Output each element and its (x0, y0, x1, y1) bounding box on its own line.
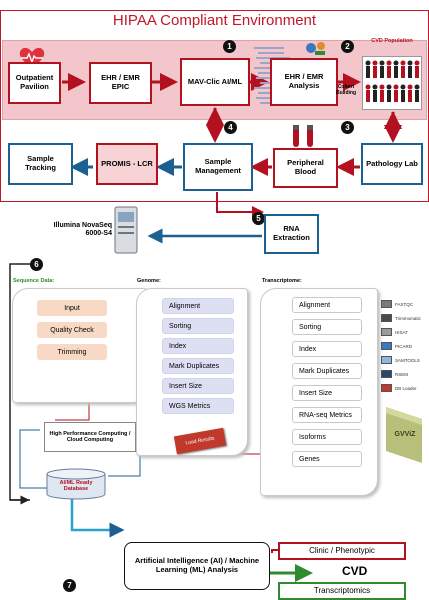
sequence-data-title: Sequence Data: (13, 278, 55, 284)
genome-step-index: Index (162, 338, 234, 354)
step-5-marker: 5 (252, 212, 265, 225)
genome-step-sorting: Sorting (162, 318, 234, 334)
gvviz-label: GVViZ (394, 431, 416, 438)
cohort-building-label: Cohort Building (336, 84, 356, 96)
aiml-analysis-box: Artificial Intelligence (AI) / Machine L… (124, 542, 270, 590)
legend-label: DB Loader (395, 385, 417, 391)
step-quality-check: Quality Check (37, 322, 107, 338)
step-trimming: Trimming (37, 344, 107, 360)
legend-label: RSEM (395, 371, 409, 377)
step-7-marker: 7 (63, 579, 76, 592)
step-input: Input (37, 300, 107, 316)
sample-management-box: Sample Management (183, 143, 253, 191)
legend-swatch (381, 300, 392, 308)
cvd-label: CVD (342, 564, 368, 578)
legend-item: RSEM (381, 370, 408, 378)
step-3-marker: 3 (341, 121, 354, 134)
database-label: AI/ML Ready Database (59, 480, 93, 493)
gvviz-graphic (384, 405, 424, 465)
legend-swatch (381, 342, 392, 350)
tx-step-sorting: Sorting (292, 319, 362, 335)
sequencer-icon (114, 206, 138, 254)
tx-step-index: Index (292, 341, 362, 357)
mavclic-box: MAV-Clic AI/ML (180, 58, 250, 106)
step-4-marker: 4 (224, 121, 237, 134)
genome-step-alignment: Alignment (162, 298, 234, 314)
legend-item: DB Loader (381, 384, 417, 392)
legend-swatch (381, 356, 392, 364)
hpc-box: High Performance Computing / Cloud Compu… (44, 422, 136, 452)
sample-tracking-box: Sample Tracking (8, 143, 73, 185)
transcriptomics-box: Transcriptomics (278, 582, 406, 600)
legend-label: Trimmomatic (395, 315, 421, 321)
step-2-marker: 2 (341, 40, 354, 53)
tx-step-genes: Genes (292, 451, 362, 467)
ehr-analysis-box: EHR / EMR Analysis (270, 58, 338, 106)
genome-step-wgs-metrics: WGS Metrics (162, 398, 234, 414)
cvd-population-label: CVD Population (371, 38, 413, 44)
genome-step-mark-duplicates: Mark Duplicates (162, 358, 234, 374)
genome-title: Genome: (137, 278, 161, 284)
tx-step-isoforms: Isoforms (292, 429, 362, 445)
rna-extraction-box: RNA Extraction (264, 214, 319, 254)
illumina-label: Illumina NovaSeq 6000-S4 (53, 222, 112, 238)
promis-lcr-box: PROMIS - LCR (96, 143, 158, 185)
data-science-icon (305, 40, 327, 56)
legend-item: PICARD (381, 342, 412, 350)
clinic-phenotypic-box: Clinic / Phenotypic (278, 542, 406, 560)
peripheral-blood-box: Peripheral Blood (273, 148, 338, 188)
step-1-marker: 1 (223, 40, 236, 53)
legend-swatch (381, 314, 392, 322)
tx-step-insert-size: Insert Size (292, 385, 362, 401)
legend-item: Trimmomatic (381, 314, 421, 322)
step-6-marker: 6 (30, 258, 43, 271)
blood-tubes-icon (285, 125, 325, 147)
tx-step-alignment: Alignment (292, 297, 362, 313)
legend-label: PICARD (395, 343, 413, 349)
database-icon (45, 468, 107, 500)
legend-item: HISAT (381, 328, 408, 336)
tx-step-mark-duplicates: Mark Duplicates (292, 363, 362, 379)
ehr-epic-box: EHR / EMR EPIC (89, 62, 152, 104)
tx-step-rnaseq-metrics: RNA-seq Metrics (292, 407, 362, 423)
legend-swatch (381, 384, 392, 392)
legend-label: FASTQC (395, 301, 414, 307)
outpatient-pavilion-box: Outpatient Pavilion (8, 62, 61, 104)
cvd-population-graphic (362, 56, 422, 110)
legend-item: SAMTOOLS (381, 356, 420, 364)
pathology-lab-box: Pathology Lab (361, 143, 423, 185)
legend-label: SAMTOOLS (395, 357, 420, 363)
legend-swatch (381, 328, 392, 336)
transcriptome-title: Transcriptome: (262, 278, 302, 284)
hipaa-title: HIPAA Compliant Environment (112, 12, 317, 29)
genome-step-insert-size: Insert Size (162, 378, 234, 394)
legend-swatch (381, 370, 392, 378)
legend-label: HISAT (395, 329, 408, 335)
legend-item: FASTQC (381, 300, 413, 308)
